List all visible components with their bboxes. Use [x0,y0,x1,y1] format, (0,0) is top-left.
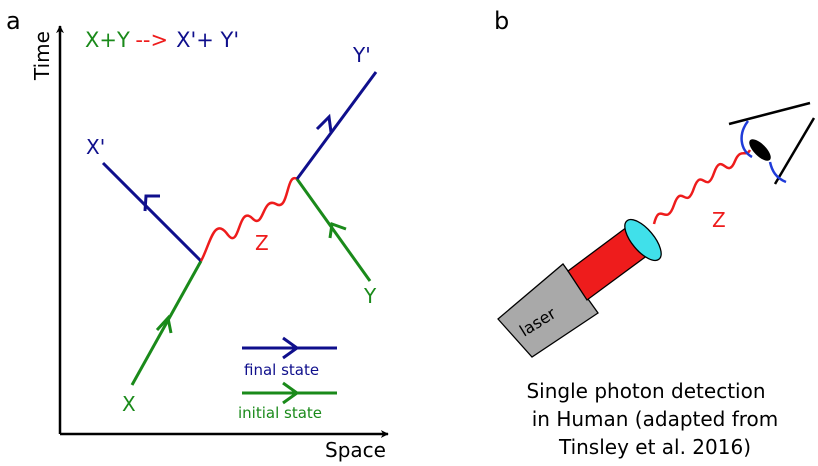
lens [624,218,662,262]
particle-y-prime-label: Y' [352,43,371,67]
caption-line-1: Single photon detection [526,379,765,403]
caption-line-3: Tinsley et al. 2016) [558,435,751,459]
reaction-lhs: X+Y [85,28,130,52]
emitted-photon-label: Z [712,208,726,232]
emitted-photon-wave [652,149,752,225]
legend-final-arrow [282,336,300,360]
particle-x-prime-arrow [143,194,160,212]
eye-lower-lid [773,117,816,185]
eye-cornea-bottom [768,161,787,184]
legend-final-state: final state [242,336,337,379]
particle-x-line [130,260,203,386]
space-axis-label: Space [325,438,386,462]
reaction-arrow: --> [135,28,168,52]
laser-body [497,263,599,358]
panel-a-label: a [6,7,21,35]
reaction-equation: X+Y--> X'+ Y' [85,28,239,52]
eye-cornea-top [740,120,753,159]
eye-upper-lid [728,101,811,126]
particle-x-prime-line [101,161,203,263]
reaction-rhs: X'+ Y' [176,28,239,52]
eye-pupil [749,139,771,161]
particle-x-prime-label: X' [86,135,105,159]
legend-initial-label: initial state [238,404,322,422]
particle-y-prime-arrow [315,113,333,133]
panel-a: a Time Space X+Y--> X'+ Y' X X' Z Y Y' [6,7,389,462]
particle-x-arrow [155,314,173,334]
legend-initial-state: initial state [238,381,337,422]
caption-line-2: in Human (adapted from [532,407,779,431]
photon-z-label: Z [255,231,269,255]
legend-final-label: final state [244,361,319,379]
panel-b: b laser Z Single photon detection in Hum… [494,7,816,459]
legend-initial-arrow [282,381,300,405]
photon-z-wave [199,177,298,262]
time-axis-label: Time [30,31,54,81]
panel-b-label: b [494,7,509,35]
particle-x-label: X [122,392,136,416]
particle-y-arrow [328,221,347,239]
particle-y-prime-line [295,71,378,180]
particle-y-line [295,178,372,282]
eye-icon [728,101,816,185]
particle-y-label: Y [363,284,377,308]
